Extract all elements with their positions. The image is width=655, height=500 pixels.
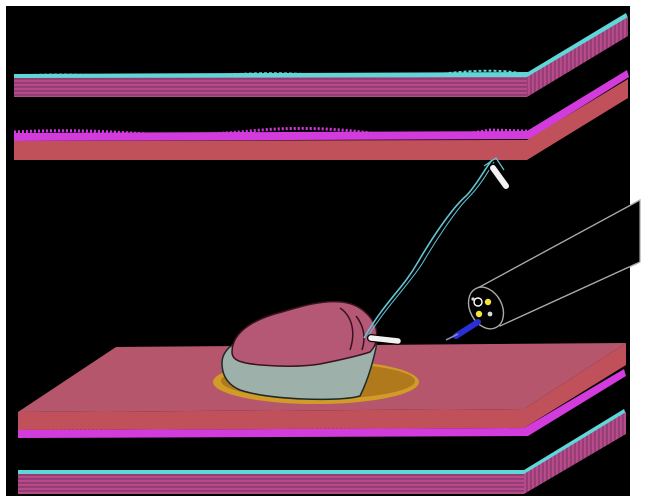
light-lens-icon — [484, 298, 492, 306]
upper-mucosa-front — [14, 140, 527, 160]
upper-muscle-band-front — [14, 77, 527, 97]
light-lens-icon — [475, 310, 483, 318]
lower-gastric-wall — [17, 369, 626, 494]
clip-icon — [367, 334, 402, 345]
traction-thread — [363, 157, 505, 339]
working-channel — [473, 297, 483, 307]
upper-submucosa-layer — [13, 70, 629, 141]
lower-submucosa-layer — [17, 369, 626, 438]
upper-gastric-wall — [13, 13, 629, 160]
lower-muscle-band-side — [524, 412, 626, 494]
mucosa-front-edge — [18, 409, 524, 430]
upper-mucosa-side — [527, 79, 628, 160]
camera-lens-icon — [487, 311, 493, 317]
electrosurgical-knife-icon — [445, 319, 481, 341]
upper-muscle-band-side — [527, 17, 628, 97]
mucosa-side-edge — [524, 343, 626, 428]
lower-muscle-band-front — [18, 474, 524, 494]
clip-icon — [488, 163, 511, 191]
endoscope-icon — [467, 198, 641, 330]
upper-serosa-layer — [13, 13, 628, 80]
